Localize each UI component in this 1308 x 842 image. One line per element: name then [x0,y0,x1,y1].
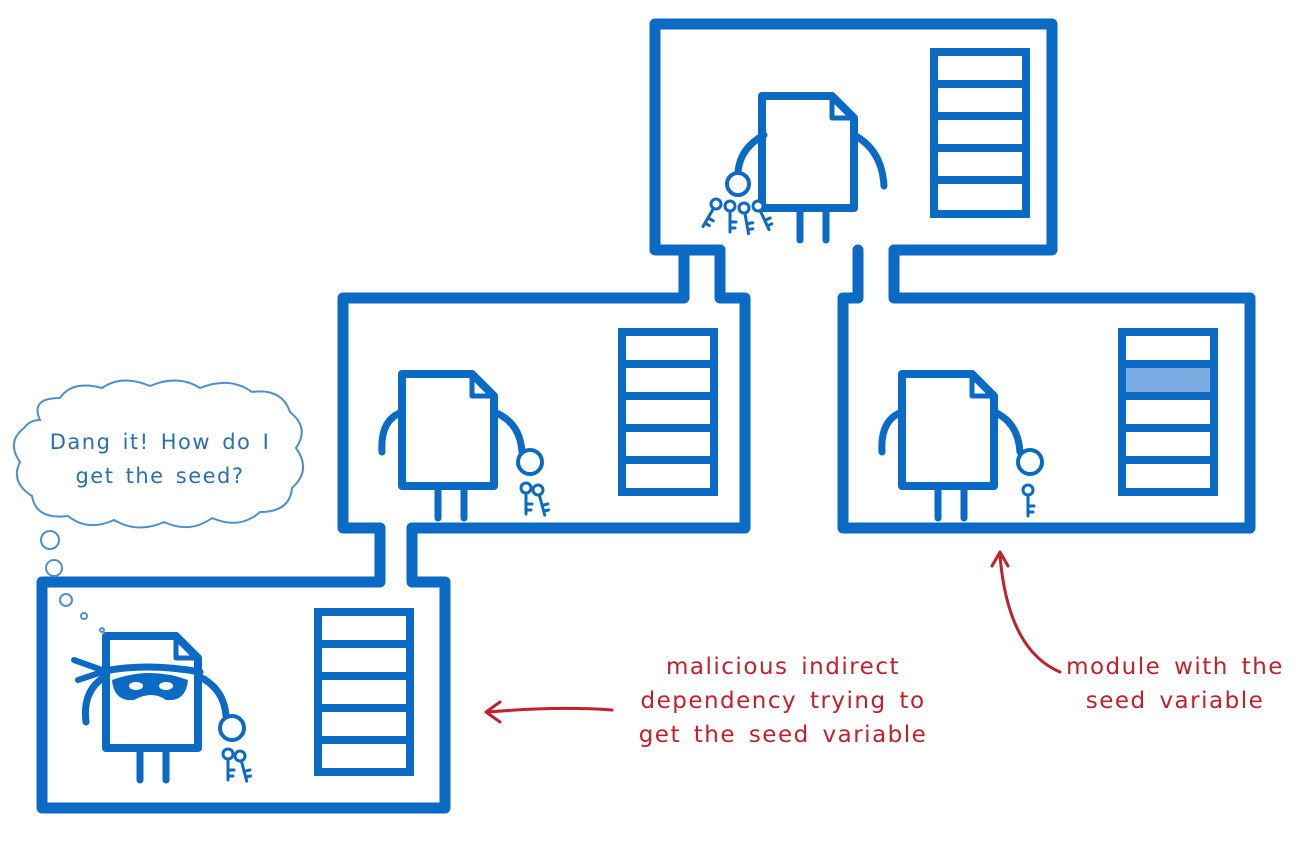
key-icon [519,481,553,518]
middle-left-variable-stack [618,328,718,496]
corridor-top-right [837,244,1256,534]
malicious-dependency-caption: malicious indirect dependency trying to … [618,650,948,752]
keyring-icon [697,195,776,236]
thought-cloud [13,379,304,529]
top-room-variable-stack [930,48,1030,218]
caption-line: malicious indirect [666,654,900,680]
bandit-mask-icon [71,657,204,701]
thought-dot [59,593,73,607]
module-arrow [990,550,1062,674]
thought-bubble-text: Dang it! How do I get the seed? [12,425,308,493]
seed-module-caption: module with the seed variable [1055,650,1295,718]
key-icon [221,747,255,784]
top-module-character [697,96,888,244]
corridor-mid-bottom [36,522,451,814]
corridor-top-left-outer [337,244,690,534]
caption-line: dependency trying to [640,688,926,714]
thought-bubble [13,379,304,633]
middle-left-module-character [378,374,553,522]
thought-line: Dang it! How do I [49,430,271,454]
thought-dot [40,530,60,550]
thought-dot [45,559,63,577]
middle-right-variable-stack [1118,328,1218,496]
malicious-module-character [71,636,255,784]
bottom-left-variable-stack [314,608,414,776]
thought-dot [99,627,105,633]
seed-variable-highlight [1122,364,1214,396]
malicious-arrow [484,700,614,724]
thought-line: get the seed? [75,464,245,488]
caption-line: module with the [1066,654,1284,680]
caption-line: seed variable [1085,688,1265,714]
caption-line: get the seed variable [638,722,928,748]
room-walls [36,18,1256,814]
middle-right-module-character [878,374,1044,522]
corridor-top-left [406,244,751,534]
thought-dot [80,612,88,620]
key-icon [1021,483,1036,518]
top-room-wall [649,18,1058,256]
